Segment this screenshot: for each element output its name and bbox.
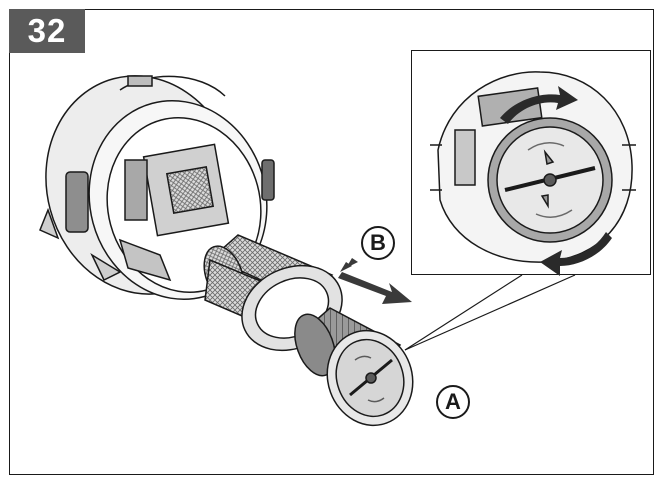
rotation-arrow-bottom xyxy=(540,232,612,276)
callout-a: A xyxy=(436,385,470,419)
callout-b: B xyxy=(361,226,395,260)
detail-leader-lines xyxy=(404,274,576,351)
filter-cartridge-a xyxy=(294,307,414,427)
step-number-badge: 32 xyxy=(9,9,85,53)
removal-direction-arrow xyxy=(338,258,412,304)
rotation-arrow-top xyxy=(500,86,578,124)
